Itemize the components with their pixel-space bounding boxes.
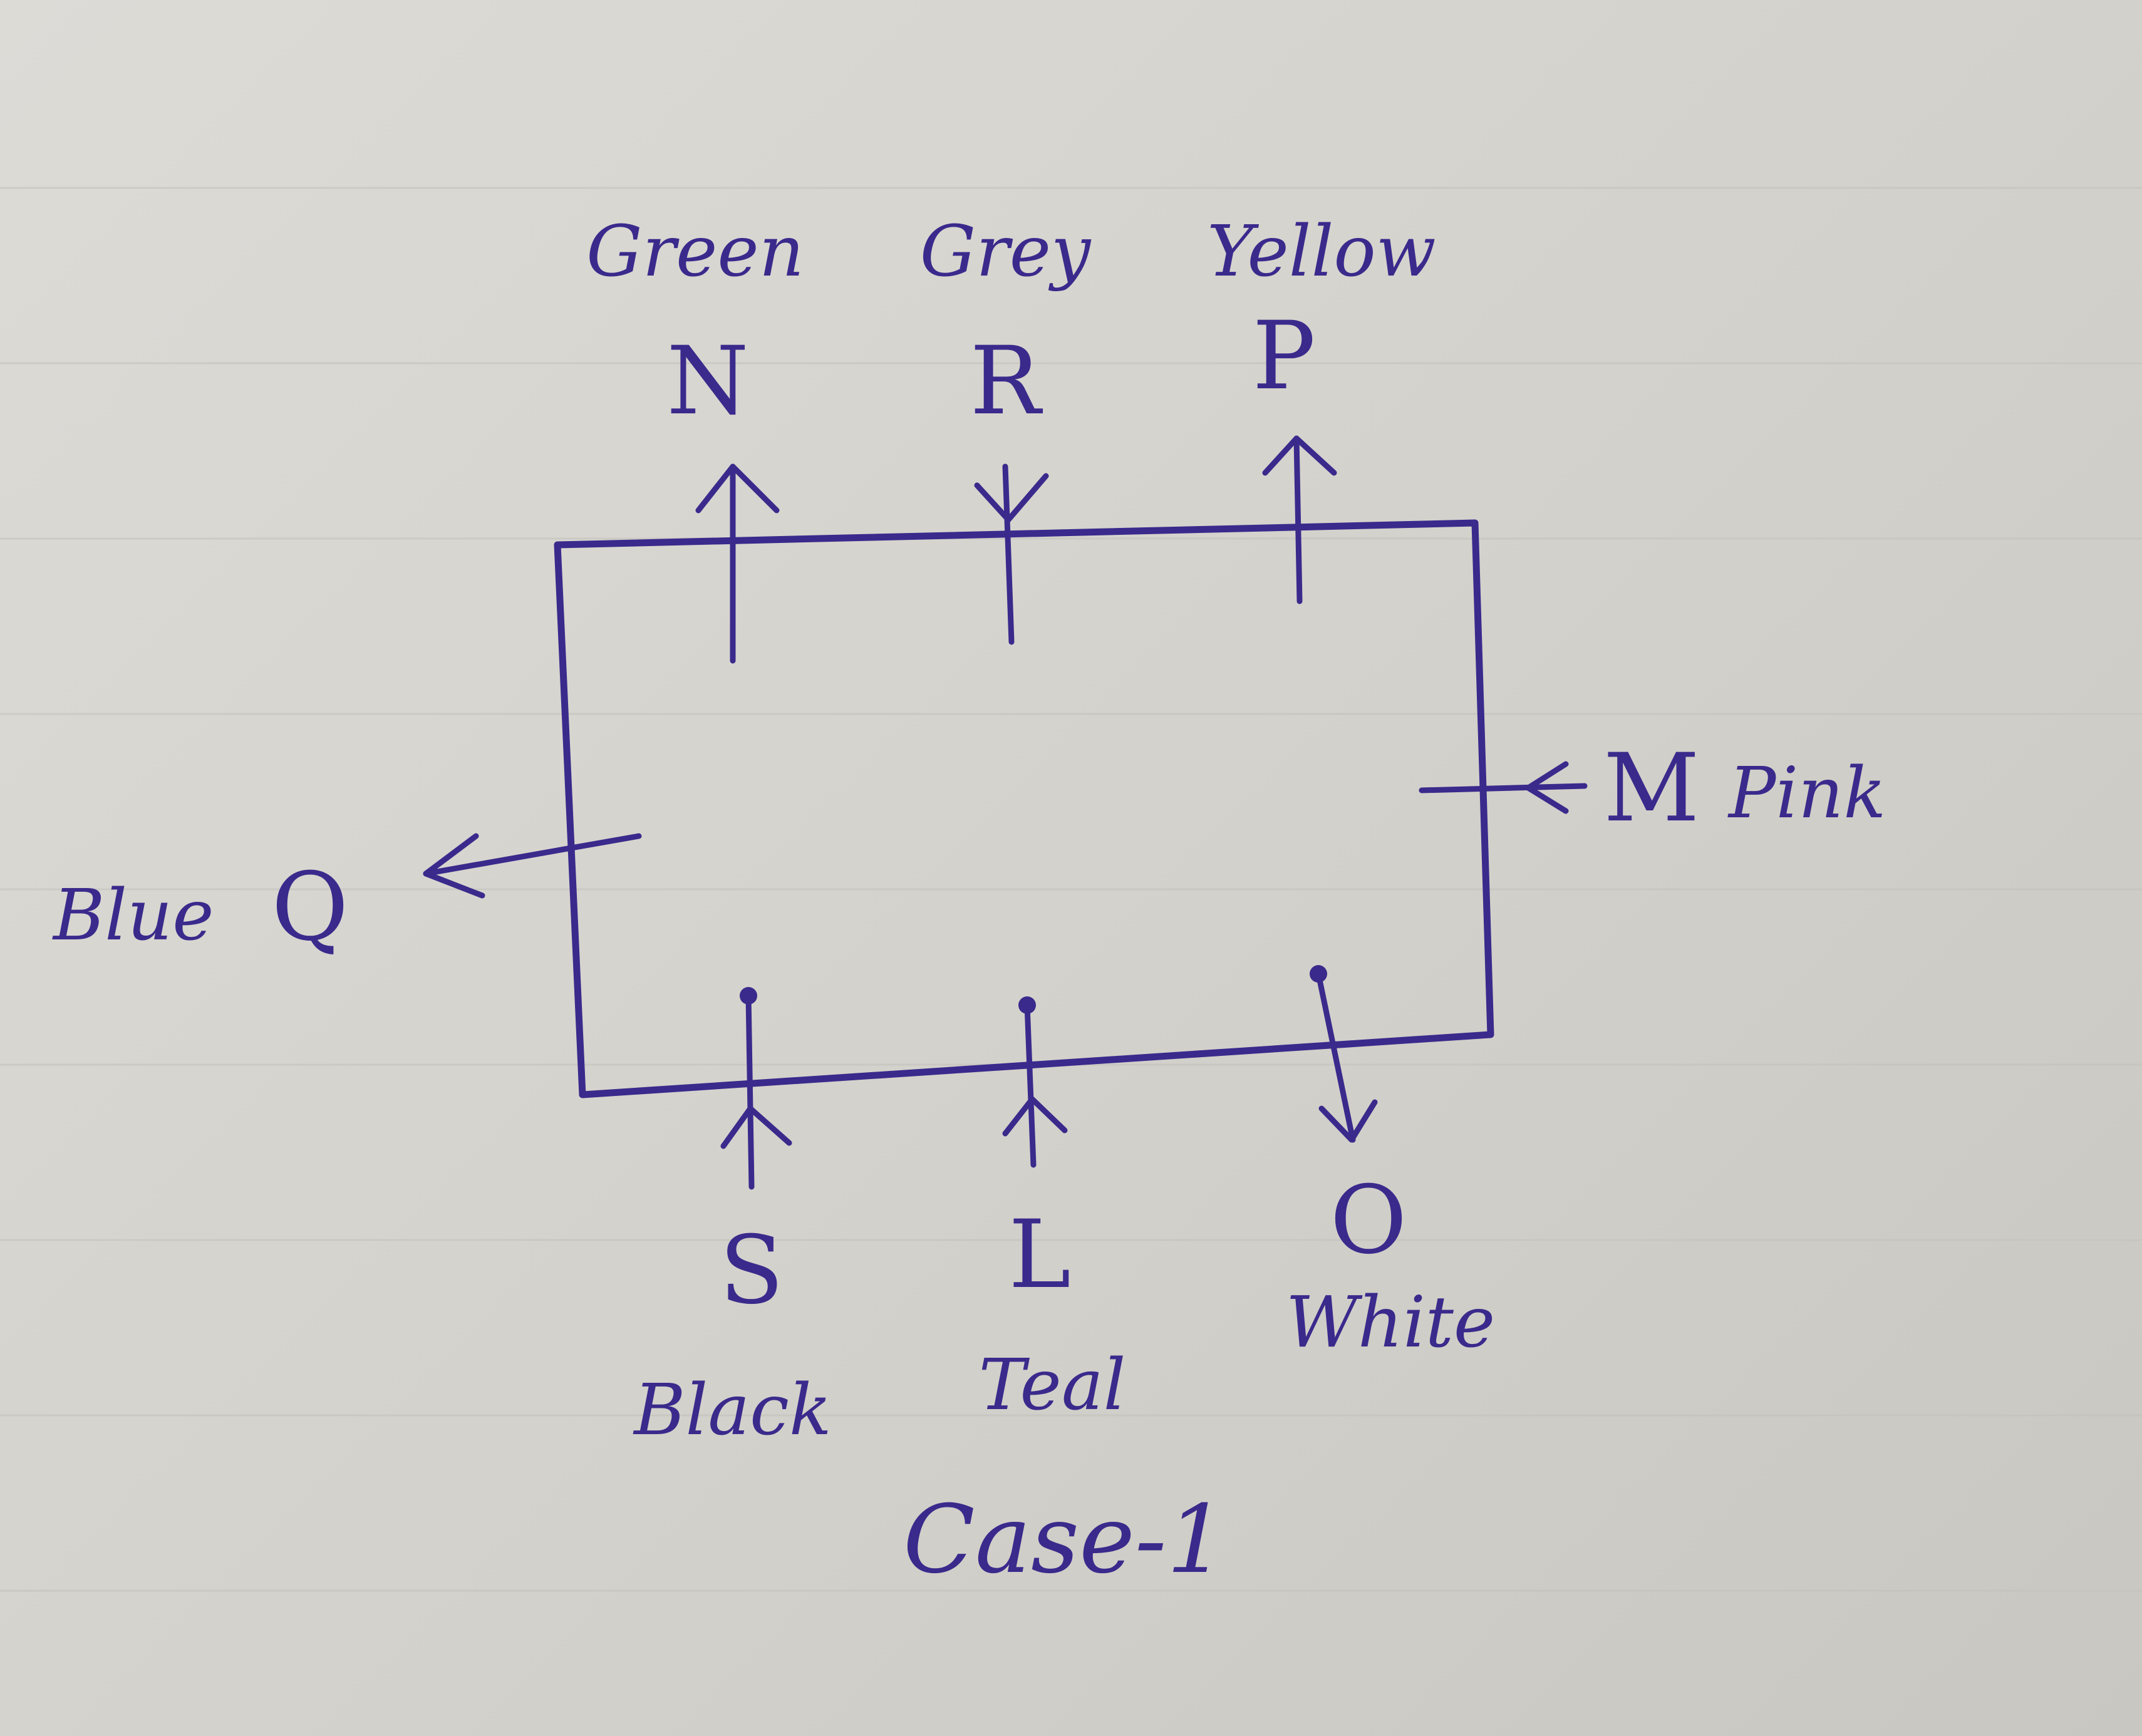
letter-s: S xyxy=(720,1216,784,1325)
letter-m: M xyxy=(1603,734,1700,843)
terminal-s: S Black xyxy=(633,987,832,1451)
letter-q: Q xyxy=(272,853,349,962)
color-label-green: Green xyxy=(586,211,804,292)
diagram-caption: Case-1 xyxy=(903,1485,1226,1594)
terminal-o: O White xyxy=(1286,965,1495,1363)
color-label-blue: Blue xyxy=(52,875,214,956)
wire-s xyxy=(745,993,755,1190)
arrowhead-r-down xyxy=(974,473,1049,523)
wire-r xyxy=(1002,463,1015,645)
terminal-n: N Green xyxy=(586,211,804,664)
wire-o xyxy=(1315,971,1356,1143)
arrowhead-s-up xyxy=(720,1105,792,1149)
wire-l xyxy=(1024,1002,1037,1168)
color-label-teal: Teal xyxy=(979,1345,1126,1426)
arrowhead-p-up xyxy=(1262,435,1337,476)
letter-l: L xyxy=(1008,1201,1071,1310)
letter-r: R xyxy=(970,327,1043,436)
wire-m xyxy=(1419,783,1588,793)
wire-q xyxy=(423,833,642,877)
dot-o xyxy=(1310,965,1327,983)
terminal-l: L Teal xyxy=(979,996,1126,1426)
terminal-q: Blue Q xyxy=(52,833,642,962)
letter-n: N xyxy=(666,327,748,436)
dot-l xyxy=(1018,996,1036,1014)
arrowhead-l-up xyxy=(1002,1096,1068,1137)
color-label-yellow: Yellow xyxy=(1207,211,1436,292)
arrowhead-o-down xyxy=(1318,1099,1378,1143)
letter-p: P xyxy=(1253,302,1316,411)
dot-s xyxy=(740,987,757,1005)
color-label-white: White xyxy=(1286,1282,1495,1363)
color-label-pink: Pink xyxy=(1727,753,1886,834)
color-label-grey: Grey xyxy=(920,211,1092,292)
wire-p xyxy=(1293,435,1303,604)
terminal-p: P Yellow xyxy=(1207,211,1436,604)
arrowhead-q-left xyxy=(423,833,485,899)
box-outline xyxy=(554,519,1494,1098)
letter-o: O xyxy=(1330,1166,1407,1275)
arrowhead-n-up xyxy=(695,463,780,514)
color-label-black: Black xyxy=(633,1370,832,1451)
arrowhead-m-left xyxy=(1525,761,1569,814)
terminal-r: R Grey xyxy=(920,211,1092,645)
terminal-m: M Pink xyxy=(1419,734,1886,843)
